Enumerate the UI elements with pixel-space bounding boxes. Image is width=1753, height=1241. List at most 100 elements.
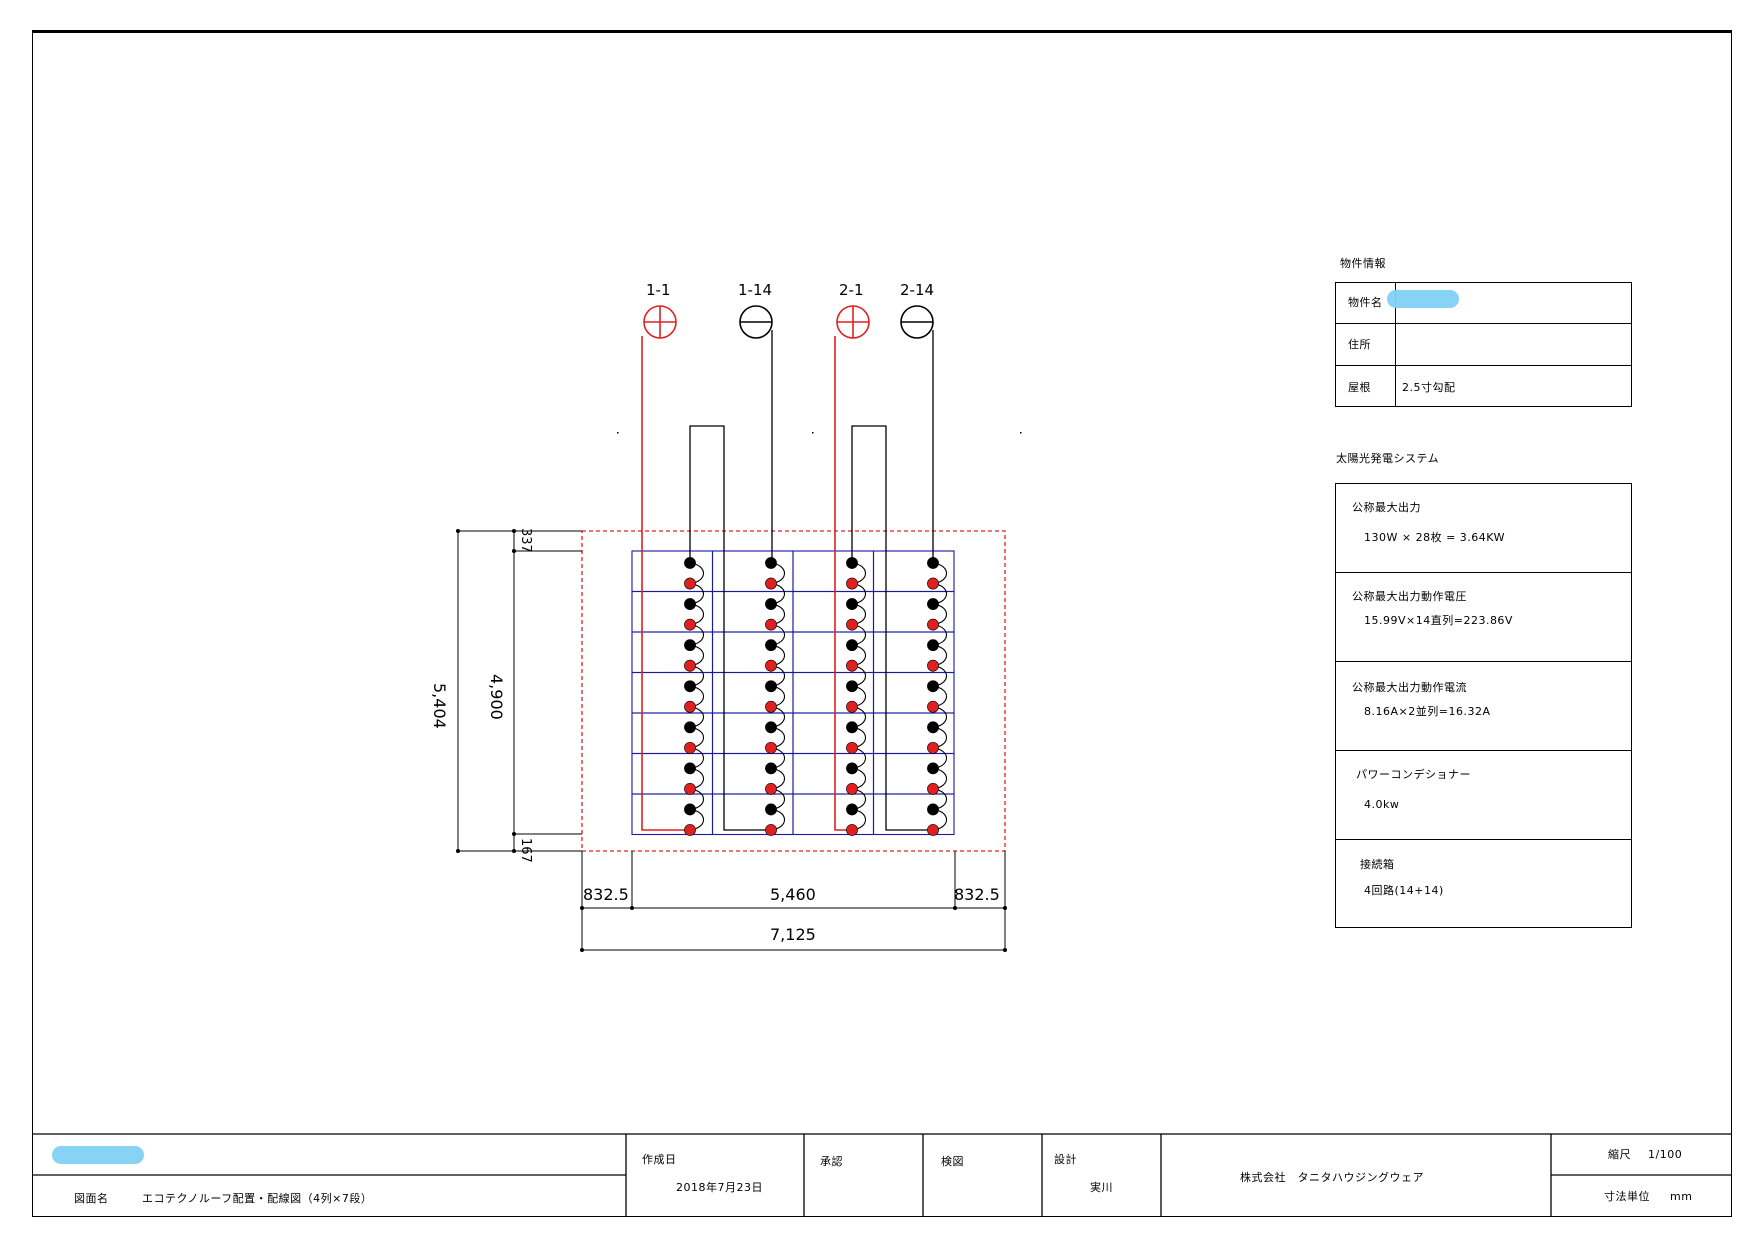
created-date: 2018年7月23日: [676, 1181, 763, 1194]
titleblock-lines: [32, 1133, 1732, 1217]
string-label-2-14: 2-14: [900, 281, 935, 299]
mark: [1020, 432, 1022, 434]
positive-terminal: [765, 577, 777, 590]
negative-terminal: [765, 803, 777, 816]
system-section-title: 太陽光発電システム: [1336, 452, 1440, 465]
system-item-title: 接続箱: [1360, 858, 1395, 871]
negative-terminal: [684, 598, 696, 610]
system-item-value: 15.99V×14直列=223.86V: [1364, 614, 1513, 627]
dimension-tick: [580, 948, 584, 952]
dim-bottom-margin: 167: [518, 838, 533, 863]
property-row-divider: [1335, 365, 1632, 366]
dim-panel-width: 5,460: [770, 885, 816, 904]
system-item-value: 8.16A×2並列=16.32A: [1364, 705, 1491, 718]
negative-terminal: [927, 762, 939, 775]
dim-right-margin: 832.5: [954, 885, 1000, 904]
system-row-divider: [1335, 750, 1632, 751]
string-label-1-14: 1-14: [738, 281, 773, 299]
negative-terminal: [684, 557, 696, 569]
roof-edge: [581, 530, 1006, 852]
positive-terminal: [684, 783, 696, 795]
system-row-divider: [1335, 839, 1632, 840]
positive-terminal: [927, 783, 939, 795]
negative-terminal: [927, 803, 939, 816]
solar-panel: [631, 752, 714, 795]
mark: [617, 432, 619, 434]
system-table: [1335, 483, 1632, 928]
string-terminals: [643, 305, 934, 339]
redaction-mark: [52, 1146, 144, 1164]
solar-panel: [631, 793, 714, 836]
negative-terminal: [927, 598, 939, 610]
positive-terminal: [684, 659, 696, 672]
property-section-title: 物件情報: [1340, 257, 1386, 270]
property-value-roof: 2.5寸勾配: [1402, 381, 1456, 394]
negative-terminal: [927, 721, 939, 734]
string-label-1-1: 1-1: [646, 281, 671, 299]
drawing-name-label: 図面名: [74, 1192, 109, 1205]
positive-terminal: [684, 700, 696, 713]
string-label-2-1: 2-1: [839, 281, 864, 299]
check-label: 検図: [941, 1155, 964, 1168]
dimension-tick: [512, 549, 516, 553]
positive-terminal: [846, 741, 858, 754]
positive-terminal: [765, 659, 777, 672]
dim-overall-height: 5,404: [430, 683, 449, 729]
solar-panel: [792, 671, 875, 714]
negative-terminal: [765, 762, 777, 775]
positive-terminal: [765, 618, 777, 631]
negative-terminal: [846, 557, 858, 569]
property-row-divider: [1335, 323, 1632, 324]
solar-panel: [792, 793, 875, 836]
positive-terminal: [765, 700, 777, 713]
dimension-tick: [953, 906, 957, 910]
system-item-title: 公称最大出力動作電圧: [1352, 590, 1467, 603]
system-item-title: 公称最大出力動作電流: [1352, 681, 1467, 694]
solar-panel: [792, 590, 875, 633]
system-row-divider: [1335, 661, 1632, 662]
negative-terminal: [684, 639, 696, 652]
system-row-divider: [1335, 572, 1632, 573]
negative-terminal: [846, 680, 858, 693]
dimension-tick: [1003, 906, 1007, 910]
solar-panel: [792, 631, 875, 674]
dim-top-margin: 337: [518, 528, 533, 553]
system-item-title: 公称最大出力: [1352, 501, 1421, 514]
property-col-divider: [1395, 282, 1396, 407]
jumper-wire: [851, 425, 933, 831]
drawing-name: エコテクノルーフ配置・配線図（4列×7段）: [142, 1192, 373, 1205]
negative-terminal: [684, 762, 696, 775]
positive-terminal: [927, 618, 939, 631]
system-item-title: パワーコンデショナー: [1356, 768, 1471, 781]
module-terminals: [684, 557, 948, 836]
negative-terminal: [765, 557, 777, 569]
positive-terminal: [684, 824, 696, 836]
positive-terminal: [765, 741, 777, 754]
dim-left-margin: 832.5: [583, 885, 629, 904]
solar-panel: [792, 712, 875, 755]
positive-terminal: [846, 577, 858, 590]
dimension-lines: [456, 529, 1007, 952]
negative-terminal: [684, 721, 696, 734]
negative-terminal: [927, 680, 939, 693]
approve-label: 承認: [820, 1155, 843, 1168]
unit-label: 寸法単位: [1604, 1190, 1650, 1203]
drawing-frame: [32, 30, 1732, 1217]
positive-terminal: [684, 741, 696, 754]
solar-panel: [631, 631, 714, 674]
positive-terminal: [927, 659, 939, 672]
dimension-tick: [1003, 948, 1007, 952]
negative-terminal: [846, 598, 858, 610]
negative-terminal: [846, 762, 858, 775]
scale-label: 縮尺: [1608, 1148, 1631, 1161]
company-name: 株式会社 タニタハウジングウェア: [1240, 1171, 1424, 1184]
positive-terminal: [846, 618, 858, 631]
designer-name: 実川: [1090, 1181, 1113, 1194]
positive-terminal: [684, 618, 696, 631]
solar-panel: [631, 590, 714, 633]
mark: [812, 432, 814, 434]
design-label: 設計: [1054, 1153, 1077, 1166]
solar-panel: [792, 752, 875, 795]
positive-terminal: [927, 741, 939, 754]
